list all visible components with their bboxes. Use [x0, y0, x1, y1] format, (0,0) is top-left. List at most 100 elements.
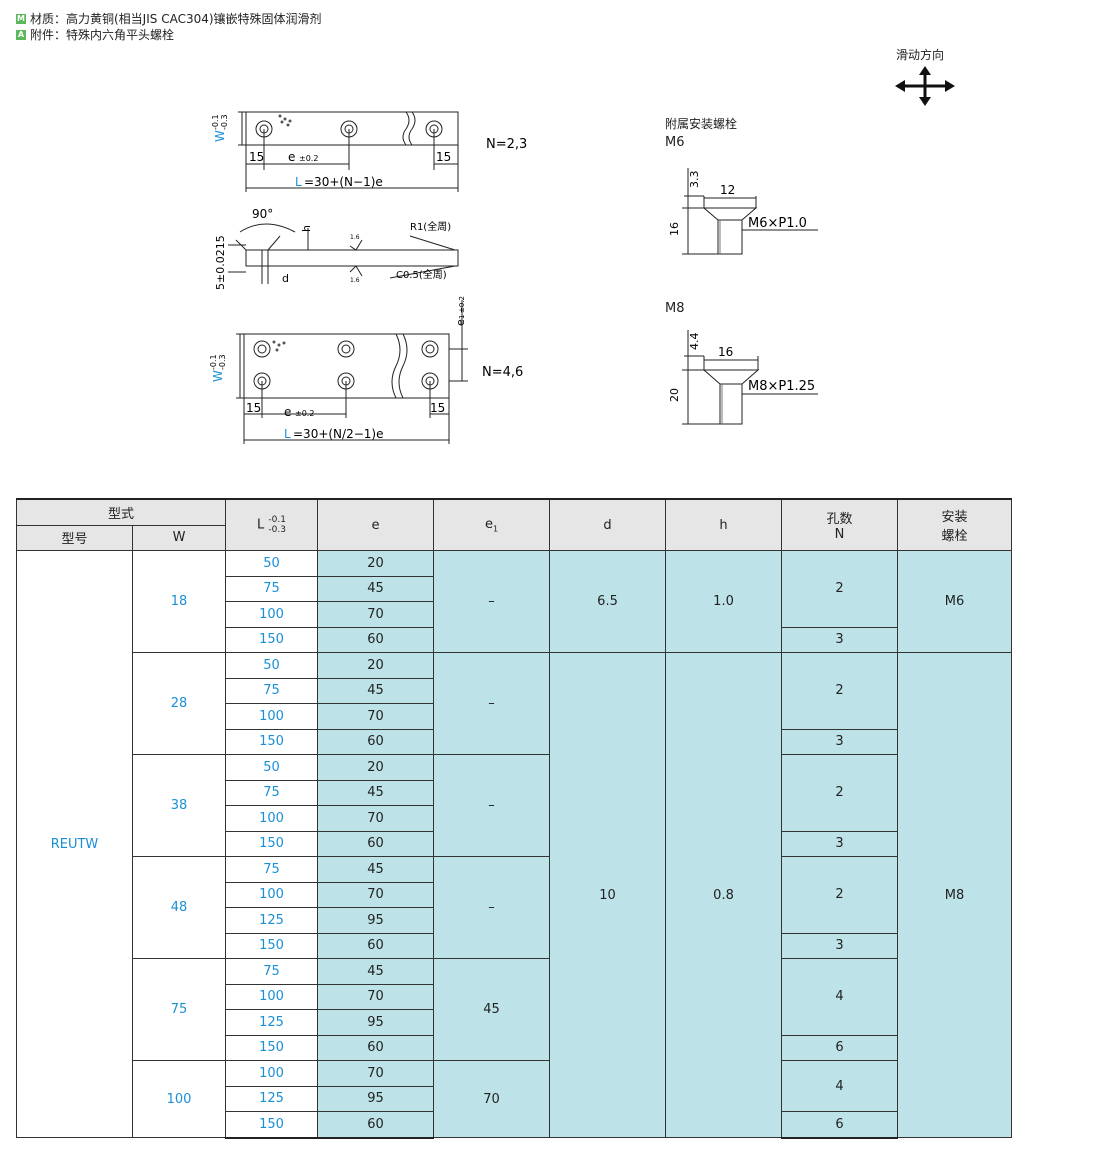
l-cell: 75 [225, 856, 319, 883]
n-23-label: N=2,3 [486, 137, 527, 152]
th-h: h [665, 498, 783, 551]
bolt-m6-thread: M6×P1.0 [748, 216, 807, 231]
holes-cell: 2 [781, 856, 899, 934]
e-cell: 45 [317, 779, 435, 806]
e-cell: 60 [317, 932, 435, 959]
d-cell: 6.5 [549, 550, 667, 653]
w-label-2: W [211, 370, 225, 382]
bolt-m6-name: M6 [665, 135, 685, 150]
th-model: 型号 [16, 524, 133, 551]
n-46-label: N=4,6 [482, 365, 523, 380]
bolt-m6-drawing: 3.3 12 16 M6×P1.0 [668, 168, 818, 255]
l-cell: 50 [225, 652, 319, 679]
e-cell: 60 [317, 830, 435, 857]
th-e: e [317, 498, 435, 551]
bolt-m8-h2: 20 [668, 388, 681, 402]
holes-cell: 2 [781, 754, 899, 832]
d-cell: 10 [549, 652, 667, 1138]
dim-e-tol-a: ±0.2 [299, 154, 318, 163]
holes-cell: 4 [781, 1060, 899, 1112]
e1-cell: 70 [433, 1060, 551, 1138]
dim-15-d: 15 [430, 401, 445, 415]
accessory-line: A 附件：特殊内六角平头螺栓 [16, 28, 174, 42]
e-cell: 95 [317, 907, 435, 934]
holes-cell: 4 [781, 958, 899, 1036]
e1-tol: ±0.2 [458, 296, 466, 313]
e-cell: 45 [317, 958, 435, 985]
rough-top: 1.6 [350, 234, 360, 241]
e-cell: 45 [317, 575, 435, 602]
l-cell: 150 [225, 830, 319, 857]
dim-15-a: 15 [249, 150, 264, 164]
e-cell: 95 [317, 1085, 435, 1112]
h-cell: 0.8 [665, 652, 783, 1138]
w-cell: 75 [131, 958, 227, 1061]
e1-sub: 1 [458, 315, 466, 319]
l-cell: 100 [225, 703, 319, 730]
w-cell: 48 [131, 856, 227, 959]
l-cell: 150 [225, 728, 319, 755]
holes-cell: 3 [781, 830, 899, 857]
l-cell: 100 [225, 983, 319, 1010]
l-cell: 150 [225, 932, 319, 959]
th-e1: e1 [433, 498, 551, 551]
c05-label: C0.5(全周) [396, 268, 447, 281]
th-d: d [549, 498, 667, 551]
e-cell: 70 [317, 601, 435, 628]
e-cell: 60 [317, 626, 435, 653]
h-label: h [300, 225, 313, 232]
bolt-m8-thread: M8×P1.25 [748, 379, 815, 394]
e-cell: 60 [317, 1034, 435, 1061]
l-label-2: L [284, 427, 291, 441]
material-line: M 材质：高力黄铜(相当JIS CAC304)镶嵌特殊固体润滑剂 [16, 12, 322, 26]
w-cell: 100 [131, 1060, 227, 1138]
th-type: 型式 [15, 498, 227, 526]
e-cell: 70 [317, 703, 435, 730]
material-text: 材质：高力黄铜(相当JIS CAC304)镶嵌特殊固体润滑剂 [30, 12, 322, 26]
l-cell: 125 [225, 1009, 319, 1036]
holes-cell: 3 [781, 728, 899, 755]
e1-cell: – [433, 652, 551, 755]
holes-cell: 3 [781, 626, 899, 653]
bolt-m8-h1: 4.4 [688, 333, 701, 351]
l-cell: 150 [225, 1111, 319, 1139]
accessory-tag: A [16, 30, 26, 40]
slide-direction-arrows-icon [895, 66, 955, 106]
e-cell: 45 [317, 856, 435, 883]
plate-drawings: W -0.1 -0.3 15 e ±0.2 15 L =30+(N−1)e N=… [209, 111, 527, 444]
dim-e-tol-b: ±0.2 [295, 409, 314, 418]
e1-cell: – [433, 754, 551, 857]
e-cell: 60 [317, 728, 435, 755]
holes-cell: 2 [781, 550, 899, 628]
e-cell: 20 [317, 754, 435, 781]
l-formula-2: =30+(N/2−1)e [293, 427, 383, 441]
dim-e-b: e [284, 405, 291, 419]
dim-15-b: 15 [436, 150, 451, 164]
l-label-1: L [295, 175, 302, 189]
bolt-cell: M8 [897, 652, 1013, 1138]
w-tol-top-2: -0.1 [209, 354, 218, 370]
e1-cell: – [433, 856, 551, 959]
bolt-m6-h1: 3.3 [688, 171, 701, 189]
e1-cell: 45 [433, 958, 551, 1061]
holes-cell: 6 [781, 1034, 899, 1061]
w-label-1: W [213, 130, 227, 142]
th-bolt: 安装螺栓 [897, 498, 1013, 551]
model-cell: REUTW [16, 550, 133, 1138]
bolt-m8-w: 16 [718, 345, 733, 359]
